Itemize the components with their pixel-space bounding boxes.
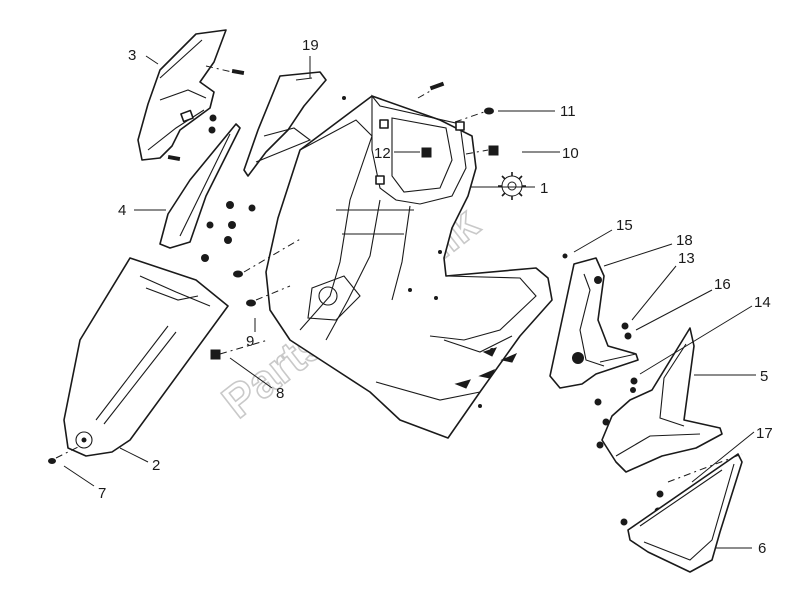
callout-18: 18 [676, 232, 693, 249]
callout-12: 12 [374, 145, 391, 162]
callout-10: 10 [562, 145, 579, 162]
callout-6: 6 [758, 540, 766, 557]
part-2-front-fender [63, 257, 229, 457]
callout-1: 1 [540, 180, 548, 197]
callout-14: 14 [754, 294, 771, 311]
gear-icon [498, 172, 526, 200]
part-18-bracket [549, 253, 664, 526]
part-7-screw [48, 445, 81, 464]
callout-5: 5 [760, 368, 768, 385]
callout-19: 19 [302, 37, 319, 54]
shield-fasteners [210, 81, 499, 360]
part-3-upper-cover [137, 29, 227, 161]
callout-4: 4 [118, 202, 126, 219]
part-6-lower-trim [627, 453, 743, 573]
leader-lines [63, 55, 756, 549]
callout-13: 13 [678, 250, 695, 267]
part-5-side-panel [601, 327, 723, 473]
callout-11: 11 [560, 103, 576, 120]
part-1-front-shield [265, 94, 553, 439]
callout-8: 8 [276, 385, 284, 402]
part-3-screws [167, 65, 245, 162]
callout-16: 16 [714, 276, 731, 293]
callout-3: 3 [128, 47, 136, 64]
callout-7: 7 [98, 485, 106, 502]
callout-17: 17 [756, 425, 773, 442]
part-19-emblem-cover [243, 71, 346, 177]
callout-15: 15 [616, 217, 633, 234]
callout-9: 9 [246, 333, 254, 350]
part-4-side-trim [159, 123, 256, 262]
callout-2: 2 [152, 457, 160, 474]
